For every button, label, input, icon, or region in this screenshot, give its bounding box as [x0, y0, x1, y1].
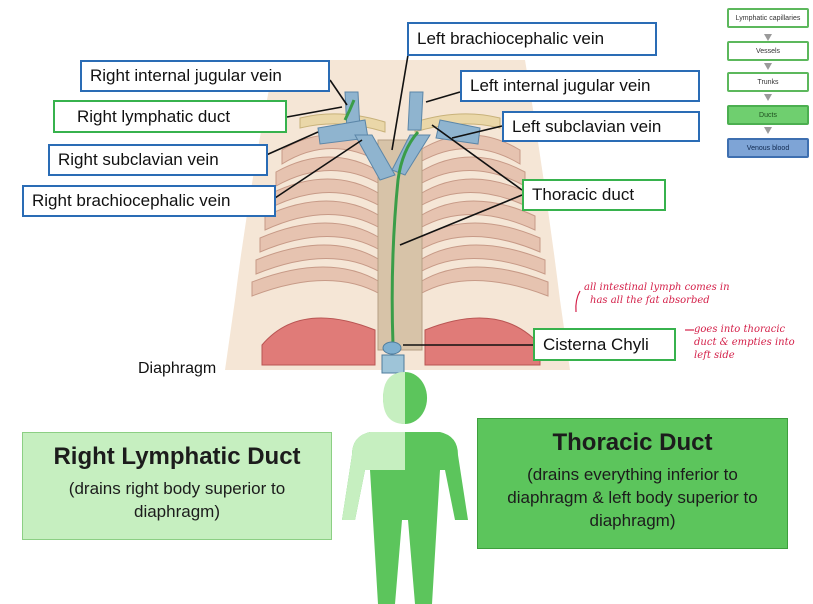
label-text: Right internal jugular vein	[90, 66, 282, 85]
flow-arrows	[764, 34, 772, 134]
label-text: Right lymphatic duct	[77, 106, 231, 126]
label-right-internal-jugular-vein: Right internal jugular vein	[80, 60, 330, 92]
annotation-line: has all the fat absorbed	[590, 295, 710, 306]
card-description: (drains everything inferior to diaphragm…	[507, 465, 758, 530]
annotation-line: all intestinal lymph comes in	[584, 282, 730, 293]
card-title: Thoracic Duct	[552, 429, 713, 456]
label-text: Left subclavian vein	[512, 116, 662, 136]
label-cisterna-chyli: Cisterna Chyli	[533, 328, 676, 361]
label-left-subclavian-vein: Left subclavian vein	[502, 111, 700, 142]
label-right-subclavian-vein: Right subclavian vein	[48, 144, 268, 176]
annotation-intestinal-lymph: all intestinal lymph comes in has all th…	[584, 281, 730, 307]
label-left-brachiocephalic-vein: Left brachiocephalic vein	[407, 22, 657, 56]
card-title: Right Lymphatic Duct	[53, 443, 301, 470]
label-text: Right subclavian vein	[58, 150, 219, 169]
label-thoracic-duct: Thoracic duct	[522, 179, 666, 211]
annotation-marks	[575, 290, 694, 331]
card-description: (drains right body superior to diaphragm…	[68, 479, 286, 521]
thoracic-duct-card: Thoracic Duct (drains everything inferio…	[477, 418, 788, 549]
label-left-internal-jugular-vein: Left internal jugular vein	[460, 70, 700, 102]
right-lymphatic-duct-card: Right Lymphatic Duct (drains right body …	[22, 432, 332, 540]
body-silhouette	[342, 372, 468, 604]
label-text: Left brachiocephalic vein	[417, 29, 605, 48]
rib-cage	[251, 134, 549, 297]
label-text: Cisterna Chyli	[543, 334, 649, 354]
annotation-thoracic-duct-note: goes into thoracic duct & empties into l…	[694, 323, 795, 362]
label-text: Left internal jugular vein	[470, 76, 651, 95]
label-right-brachiocephalic-vein: Right brachiocephalic vein	[22, 185, 276, 217]
leader-lines	[254, 54, 533, 346]
flow-vessels: Vessels	[727, 41, 809, 61]
annotation-line: left side	[694, 350, 735, 361]
label-right-lymphatic-duct: Right lymphatic duct	[53, 100, 287, 133]
label-text: Right brachiocephalic vein	[32, 191, 231, 210]
flow-trunks: Trunks	[727, 72, 809, 92]
flow-venous-blood: Venous blood	[727, 138, 809, 158]
flow-lymphatic-capillaries: Lymphatic capillaries	[727, 8, 809, 28]
annotation-line: duct & empties into	[694, 337, 795, 348]
thoracic-duct-vessel	[390, 131, 420, 346]
label-diaphragm: Diaphragm	[138, 360, 217, 377]
annotation-line: goes into thoracic	[694, 324, 786, 335]
flow-ducts: Ducts	[727, 105, 809, 125]
label-text: Thoracic duct	[532, 185, 635, 204]
